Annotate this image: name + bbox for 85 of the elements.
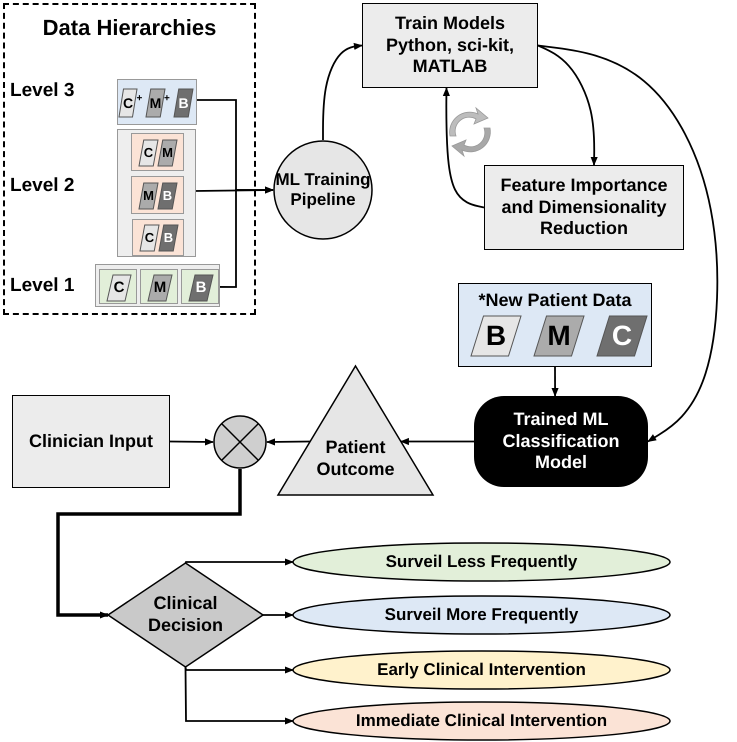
arrow xyxy=(266,438,310,446)
node-label: Trained ML Classification Model xyxy=(501,409,621,474)
node-label: Surveil Less Frequently xyxy=(384,552,578,572)
data-panel xyxy=(181,269,219,304)
arrow xyxy=(400,438,474,446)
outcome-oval xyxy=(293,651,670,689)
data-tile xyxy=(148,275,172,301)
arrow xyxy=(551,367,559,397)
data-panel xyxy=(132,219,184,256)
tile-letter: M xyxy=(142,188,155,204)
node-label: Patient Outcome xyxy=(315,436,396,480)
node-label: Clinician Input xyxy=(28,430,154,452)
outcome-oval xyxy=(293,596,670,634)
data-tile xyxy=(174,89,193,117)
data-tile xyxy=(139,140,158,166)
data-panel xyxy=(99,269,137,304)
arrow xyxy=(442,87,484,208)
tile-letter: B xyxy=(177,94,190,112)
node-label: Early Clinical Intervention xyxy=(376,660,587,680)
decision-diamond xyxy=(108,563,263,667)
model-terminal xyxy=(474,396,648,487)
data-tile xyxy=(107,275,131,301)
tile-letter: M xyxy=(148,94,162,112)
data-panel xyxy=(117,129,196,257)
tile-letter: B xyxy=(194,279,208,297)
process-circle xyxy=(273,140,373,240)
tile-letter: B xyxy=(484,319,508,353)
process-box xyxy=(362,3,538,88)
tile-letter: B xyxy=(162,230,174,246)
data-tile xyxy=(189,275,213,301)
data-panel xyxy=(95,264,220,307)
process-box xyxy=(12,395,170,488)
tile-letter: C xyxy=(122,94,134,112)
arrow xyxy=(184,558,294,566)
panel-title: *New Patient Data xyxy=(477,290,633,312)
data-tile xyxy=(597,316,647,356)
arrow xyxy=(218,186,274,288)
level-label: Level 2 xyxy=(10,175,74,197)
level-label: Level 3 xyxy=(10,80,74,102)
plus-sign: + xyxy=(136,93,142,104)
arrow xyxy=(184,666,294,674)
arrow xyxy=(322,42,363,140)
tile-letter: M xyxy=(546,319,572,353)
plus-sign: + xyxy=(164,93,170,104)
data-tile xyxy=(534,316,584,356)
arrow xyxy=(170,438,214,446)
arrow xyxy=(56,469,242,619)
data-tile xyxy=(119,89,137,117)
data-panel xyxy=(458,283,652,367)
node-label: Immediate Clinical Intervention xyxy=(354,710,608,732)
node-label: Train Models Python, sci-kit, MATLAB xyxy=(384,13,516,78)
arrow xyxy=(538,44,598,166)
level-label: Level 1 xyxy=(10,275,74,297)
node-label: Surveil More Frequently xyxy=(384,604,580,626)
data-tile xyxy=(471,316,521,356)
arrow xyxy=(538,44,718,442)
outcome-triangle xyxy=(278,366,433,495)
data-tile xyxy=(158,183,177,209)
tile-letter: M xyxy=(152,279,168,297)
data-panel xyxy=(140,269,178,304)
data-tile xyxy=(140,225,159,251)
node-label: ML Training Pipeline xyxy=(274,170,372,210)
outcome-oval xyxy=(293,543,670,581)
tile-letter: C xyxy=(610,319,634,353)
tile-letter: C xyxy=(144,230,156,246)
data-tile xyxy=(158,140,177,166)
tile-letter: M xyxy=(161,145,174,161)
group-box xyxy=(3,3,256,315)
tile-letter: C xyxy=(142,145,154,161)
data-panel xyxy=(117,79,197,125)
data-tile xyxy=(159,225,178,251)
tile-letter: B xyxy=(162,188,174,204)
arrow xyxy=(184,667,294,725)
data-tile xyxy=(146,89,165,117)
data-panel xyxy=(131,133,184,171)
node-label: Clinical Decision xyxy=(146,593,224,637)
outcome-oval xyxy=(293,702,670,740)
arrow xyxy=(263,611,294,619)
tile-letter: C xyxy=(112,279,126,297)
group-title: Data Hierarchies xyxy=(42,15,218,42)
data-panel xyxy=(131,176,184,214)
multiply-junction xyxy=(213,415,267,469)
node-label: Feature Importance and Dimensionality Reduction xyxy=(499,175,669,240)
data-tile xyxy=(139,183,158,209)
process-box xyxy=(484,165,684,250)
